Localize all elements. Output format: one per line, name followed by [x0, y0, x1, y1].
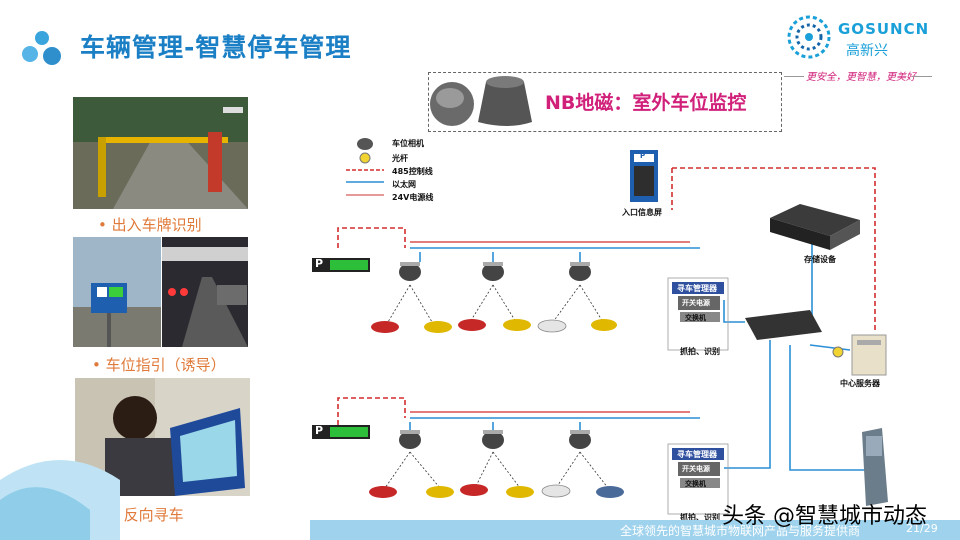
p-sign-label-1: P — [315, 257, 324, 270]
server-label: 中心服务器 — [840, 379, 880, 388]
brand-name-cn: 高新兴 — [846, 43, 888, 59]
entrance-photo — [73, 97, 248, 209]
guidance-photo-left — [73, 237, 161, 347]
legend-item-485: 485控制线 — [392, 167, 433, 176]
entrance-screen-label: 入口信息屏 — [622, 208, 662, 217]
logo-bubbles-icon — [22, 31, 61, 65]
guidance-photo-right — [162, 237, 248, 347]
bullet-1: • 出入车牌识别 — [98, 216, 202, 234]
parking-network-diagram — [312, 150, 888, 515]
footer-text: 全球领先的智慧城市物联网产品与服务提供商 — [620, 524, 861, 538]
page-title: 车辆管理-智慧停车管理 — [80, 33, 352, 62]
manager2-label: 寻车管理器 — [677, 450, 717, 459]
capture1-label: 抓拍、识别 — [680, 347, 720, 356]
nb-sensor-text: NB地磁：室外车位监控 — [545, 92, 747, 114]
manager1-label: 寻车管理器 — [677, 284, 717, 293]
brand-name-en: GOSUNCN — [838, 20, 930, 38]
bullet-1-text: 出入车牌识别 — [111, 216, 202, 234]
brand-slogan: 更安全，更智慧，更美好 — [784, 68, 934, 84]
legend-icons — [346, 138, 384, 196]
switch2-label: 开关电源 — [682, 465, 710, 473]
legend-item-light: 光杆 — [392, 154, 408, 163]
p-sign-label-2: P — [315, 424, 324, 437]
switch1b-label: 交换机 — [685, 314, 706, 322]
brand-slogan-text: 更安全，更智慧，更美好 — [806, 72, 916, 83]
switch2b-label: 交换机 — [685, 480, 706, 488]
legend-item-power: 24V电源线 — [392, 193, 434, 202]
brand-logo: GOSUNCN 高新兴 — [786, 14, 936, 64]
nb-sensor-icon — [430, 76, 532, 126]
legend-item-ethernet: 以太网 — [392, 180, 416, 189]
bottom-wave-decoration — [0, 460, 960, 540]
brand-mark-icon — [787, 15, 831, 59]
storage-label: 存储设备 — [804, 255, 836, 264]
nb-sensor-box — [428, 72, 782, 132]
page-number: 21/29 — [906, 522, 938, 535]
capture2-label: 抓拍、识别 — [680, 513, 720, 522]
bullet-2: • 车位指引（诱导） — [92, 356, 226, 374]
watermark-text: 头条 @智慧城市动态 — [722, 504, 927, 529]
bullet-2-text: 车位指引（诱导） — [105, 356, 226, 374]
legend-item-camera: 车位相机 — [392, 139, 424, 148]
bullet-3-text: 反向寻车 — [123, 506, 184, 524]
p-sign-label-3: P — [640, 152, 646, 160]
switch1-label: 开关电源 — [682, 299, 710, 307]
